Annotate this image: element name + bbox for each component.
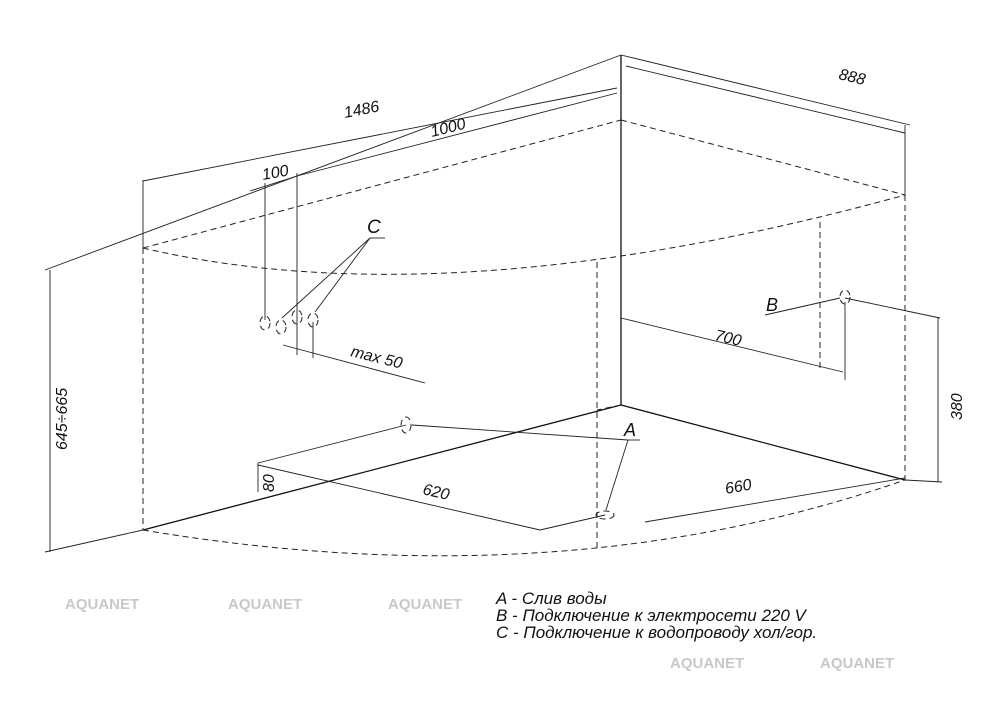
connection-points: [259, 289, 851, 520]
dim-888: 888: [837, 66, 867, 89]
wall-edges: [44, 54, 911, 553]
leader-lines: [281, 237, 841, 511]
watermarks: AQUANET AQUANET AQUANET AQUANET AQUANET: [65, 596, 894, 672]
dim-1486: 1486: [343, 98, 381, 121]
dim-max50: max 50: [349, 343, 404, 372]
legend: A - Слив воды B - Подключение к электрос…: [496, 590, 817, 641]
cold-inlet-icon: [259, 315, 271, 331]
label-c: C: [367, 217, 381, 238]
cold-inlet-icon: [275, 319, 287, 335]
power-point-icon: [839, 289, 851, 305]
dim-380: 380: [949, 393, 966, 420]
dim-100: 100: [261, 163, 290, 184]
label-a: A: [623, 420, 636, 440]
drain-point-icon: [595, 510, 615, 520]
drain-point-icon: [400, 416, 412, 434]
dim-80: 80: [261, 474, 278, 492]
label-b: B: [766, 295, 778, 315]
watermark: AQUANET: [388, 596, 462, 613]
dim-620: 620: [421, 481, 451, 504]
legend-item-b: B - Подключение к электросети 220 V: [496, 606, 806, 625]
legend-item-c: C - Подключение к водопроводу хол/гор.: [496, 623, 818, 642]
hot-inlet-icon: [291, 309, 303, 325]
tub-outline: [142, 119, 906, 557]
watermark: AQUANET: [228, 596, 302, 613]
legend-item-a: A - Слив воды: [496, 589, 607, 608]
hot-inlet-icon: [307, 312, 319, 328]
dim-700: 700: [713, 327, 743, 350]
dimension-lines: [49, 65, 943, 552]
dim-height: 645÷665: [54, 388, 71, 450]
dim-660: 660: [724, 477, 753, 498]
watermark: AQUANET: [65, 596, 139, 613]
watermark: AQUANET: [670, 655, 744, 672]
watermark: AQUANET: [820, 655, 894, 672]
